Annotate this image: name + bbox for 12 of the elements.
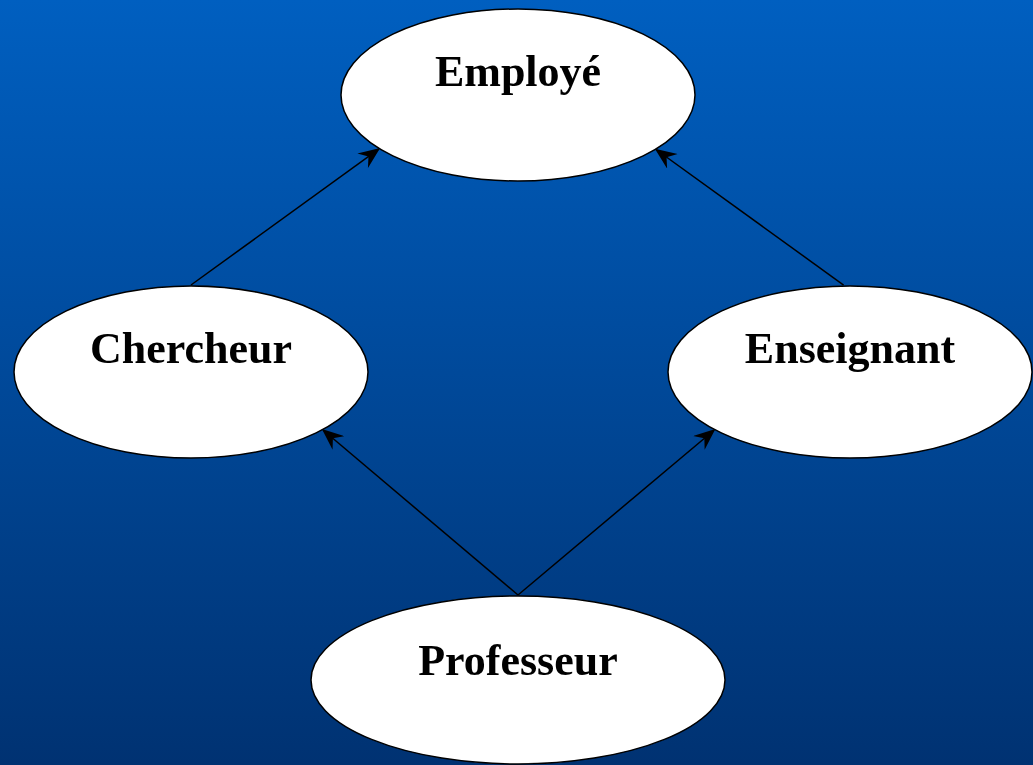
- class-name: Professeur: [417, 636, 619, 686]
- arrow: [517, 429, 716, 596]
- class-name: Employé: [433, 47, 603, 97]
- class-ellipse: [667, 285, 1033, 459]
- class-name: Chercheur: [88, 324, 293, 374]
- arrow: [321, 429, 519, 596]
- class-name: Enseignant: [743, 324, 957, 374]
- class-ellipse: [13, 285, 369, 459]
- class-ellipse: [310, 595, 726, 765]
- arrow: [654, 148, 845, 286]
- arrow: [190, 148, 381, 286]
- class-ellipse: [340, 8, 696, 182]
